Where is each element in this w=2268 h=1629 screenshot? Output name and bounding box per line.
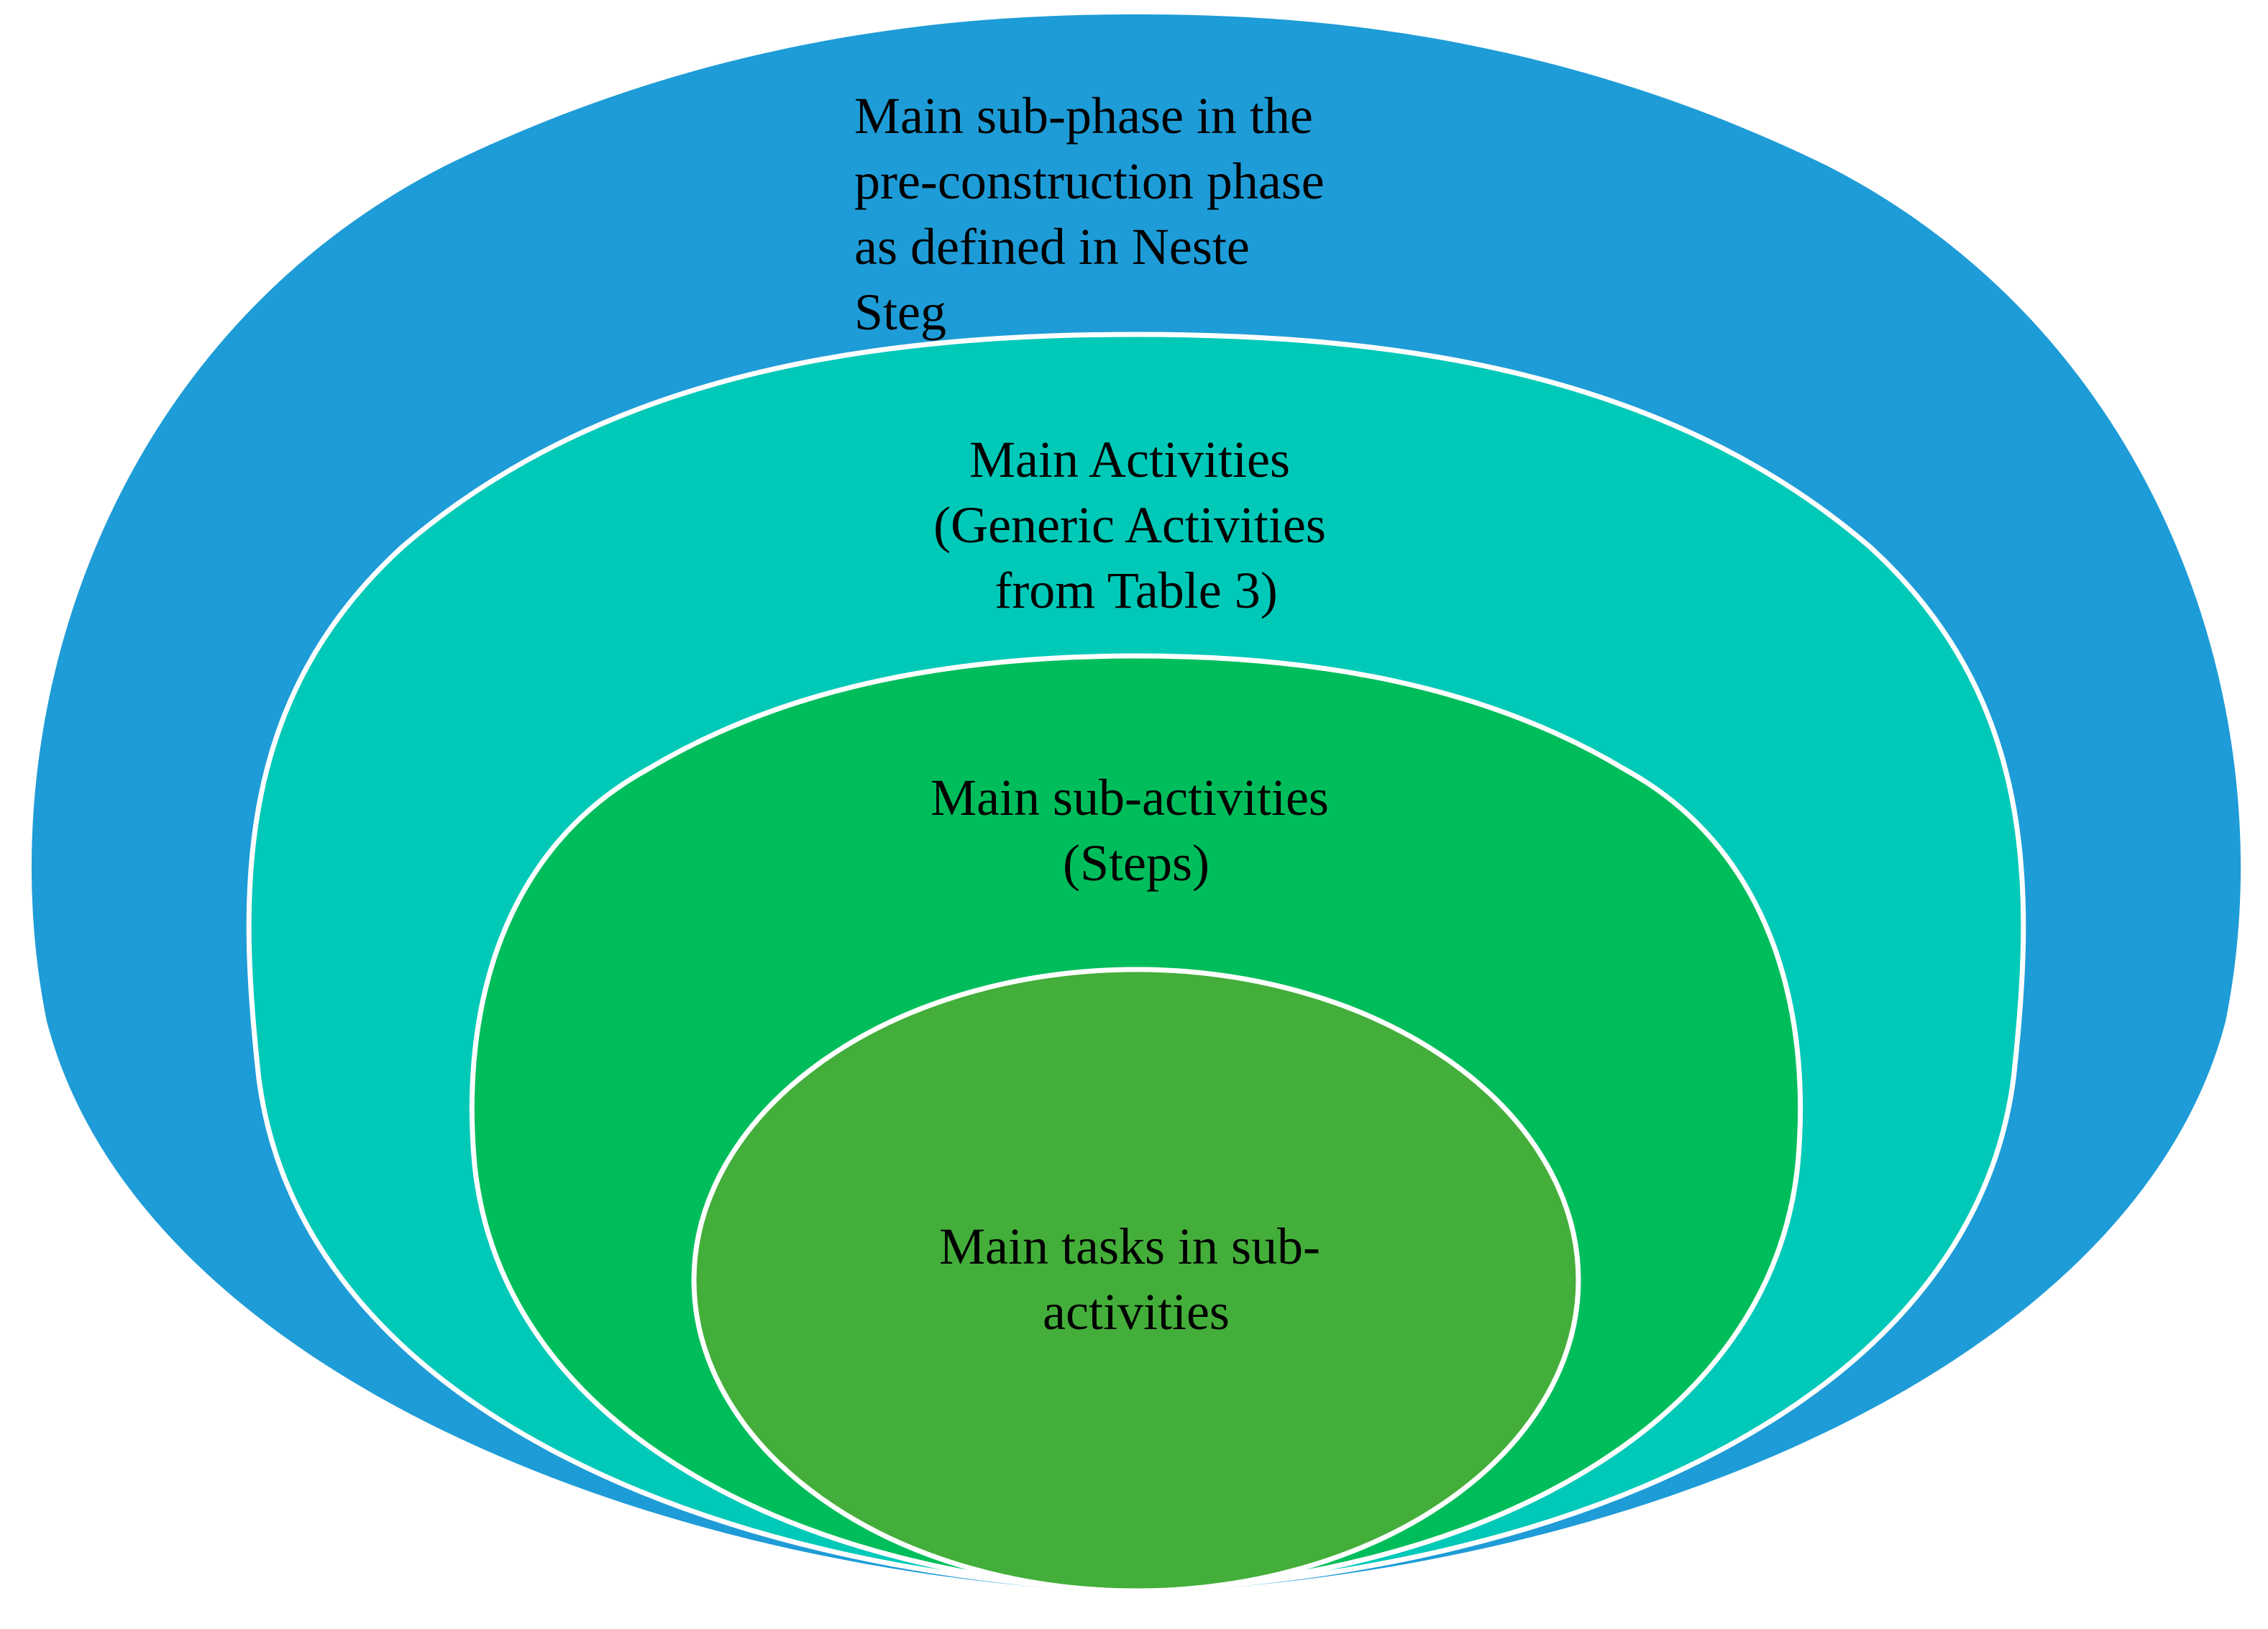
ring-main-activities-line-1: Main Activities	[969, 431, 1290, 488]
ring-main-sub-activities-line-2: (Steps)	[1063, 834, 1210, 892]
ring-main-tasks-line-2: activities	[1043, 1283, 1230, 1341]
ring-main-activities-line-3: from Table 3)	[994, 562, 1278, 619]
ring-main-tasks-label: Main tasks in sub- activities	[939, 1218, 1333, 1341]
ring-main-tasks: Main tasks in sub- activities	[691, 967, 1581, 1594]
ring-sub-phase-line-3: as defined in Neste	[854, 218, 1250, 275]
ring-sub-phase-line-2: pre-construction phase	[854, 152, 1325, 210]
ring-sub-phase-label: Main sub-phase in the pre-construction p…	[854, 87, 1338, 341]
ring-main-sub-activities-line-1: Main sub-activities	[930, 769, 1329, 826]
ring-sub-phase-line-1: Main sub-phase in the	[854, 87, 1313, 145]
ring-main-tasks-shape	[691, 967, 1581, 1594]
ring-main-activities-line-2: (Generic Activities	[933, 496, 1326, 554]
ring-sub-phase-line-4: Steg	[854, 283, 946, 341]
ring-main-sub-activities-label: Main sub-activities (Steps)	[930, 769, 1342, 892]
ring-main-activities-label: Main Activities (Generic Activities from…	[933, 431, 1339, 619]
ring-main-tasks-line-1: Main tasks in sub-	[939, 1218, 1320, 1275]
